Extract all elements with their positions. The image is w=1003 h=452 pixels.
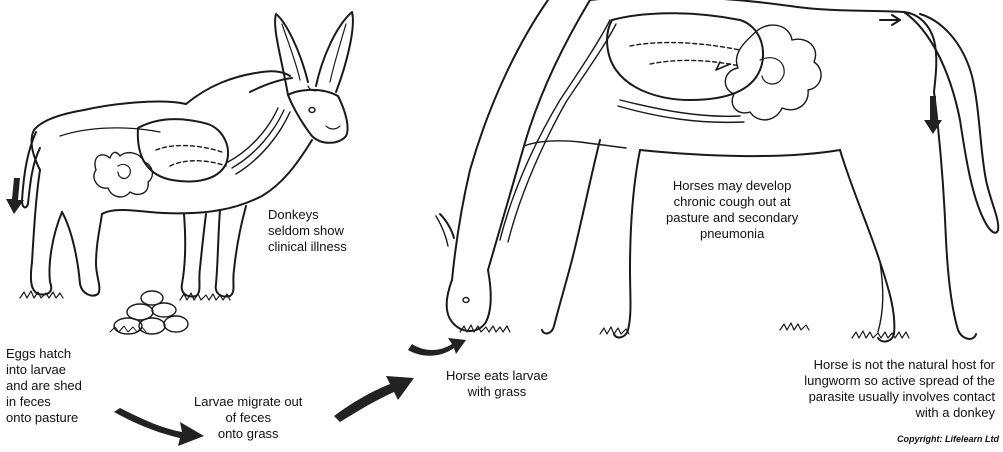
label-line: Horses may develop — [666, 178, 798, 194]
label-line: of feces — [194, 410, 302, 426]
label-not-natural-host: Horse is not the natural host for lungwo… — [804, 357, 995, 421]
label-line: pasture and secondary — [666, 210, 798, 226]
arrow-down-horse-icon — [924, 96, 942, 134]
label-horse-cough: Horses may develop chronic cough out at … — [666, 178, 798, 242]
label-line: Donkeys — [268, 207, 347, 223]
copyright-notice: Copyright: Lifelearn Ltd — [897, 434, 999, 444]
label-line: Larvae migrate out — [194, 394, 302, 410]
label-line: lungworm so active spread of the — [804, 373, 995, 389]
label-line: pneumonia — [666, 226, 798, 242]
donkey-illustration — [20, 12, 353, 300]
label-line: onto pasture — [6, 410, 82, 426]
label-horse-eats: Horse eats larvae with grass — [446, 368, 548, 400]
horse-illustration — [436, 0, 998, 341]
arrow-larvae-to-horse-icon — [334, 376, 414, 422]
label-line: seldom show — [268, 223, 347, 239]
label-line: and are shed — [6, 378, 82, 394]
label-line: Eggs hatch — [6, 346, 82, 362]
label-line: clinical illness — [268, 239, 347, 255]
label-larvae-migrate: Larvae migrate out of feces onto grass — [194, 394, 302, 442]
feces-pile-illustration — [110, 291, 188, 334]
label-line: in feces — [6, 394, 82, 410]
label-line: chronic cough out at — [666, 194, 798, 210]
label-line: into larvae — [6, 362, 82, 378]
label-eggs-hatch: Eggs hatch into larvae and are shed in f… — [6, 346, 82, 426]
label-line: onto grass — [194, 426, 302, 442]
label-line: with a donkey — [804, 405, 995, 421]
label-line: parasite usually involves contact — [804, 389, 995, 405]
label-line: Horse is not the natural host for — [804, 357, 995, 373]
label-line: with grass — [446, 384, 548, 400]
arrow-horse-eats-icon — [408, 338, 466, 356]
label-donkey-illness: Donkeys seldom show clinical illness — [268, 207, 347, 255]
arrow-eggs-to-larvae-icon — [114, 408, 204, 446]
label-line: Horse eats larvae — [446, 368, 548, 384]
